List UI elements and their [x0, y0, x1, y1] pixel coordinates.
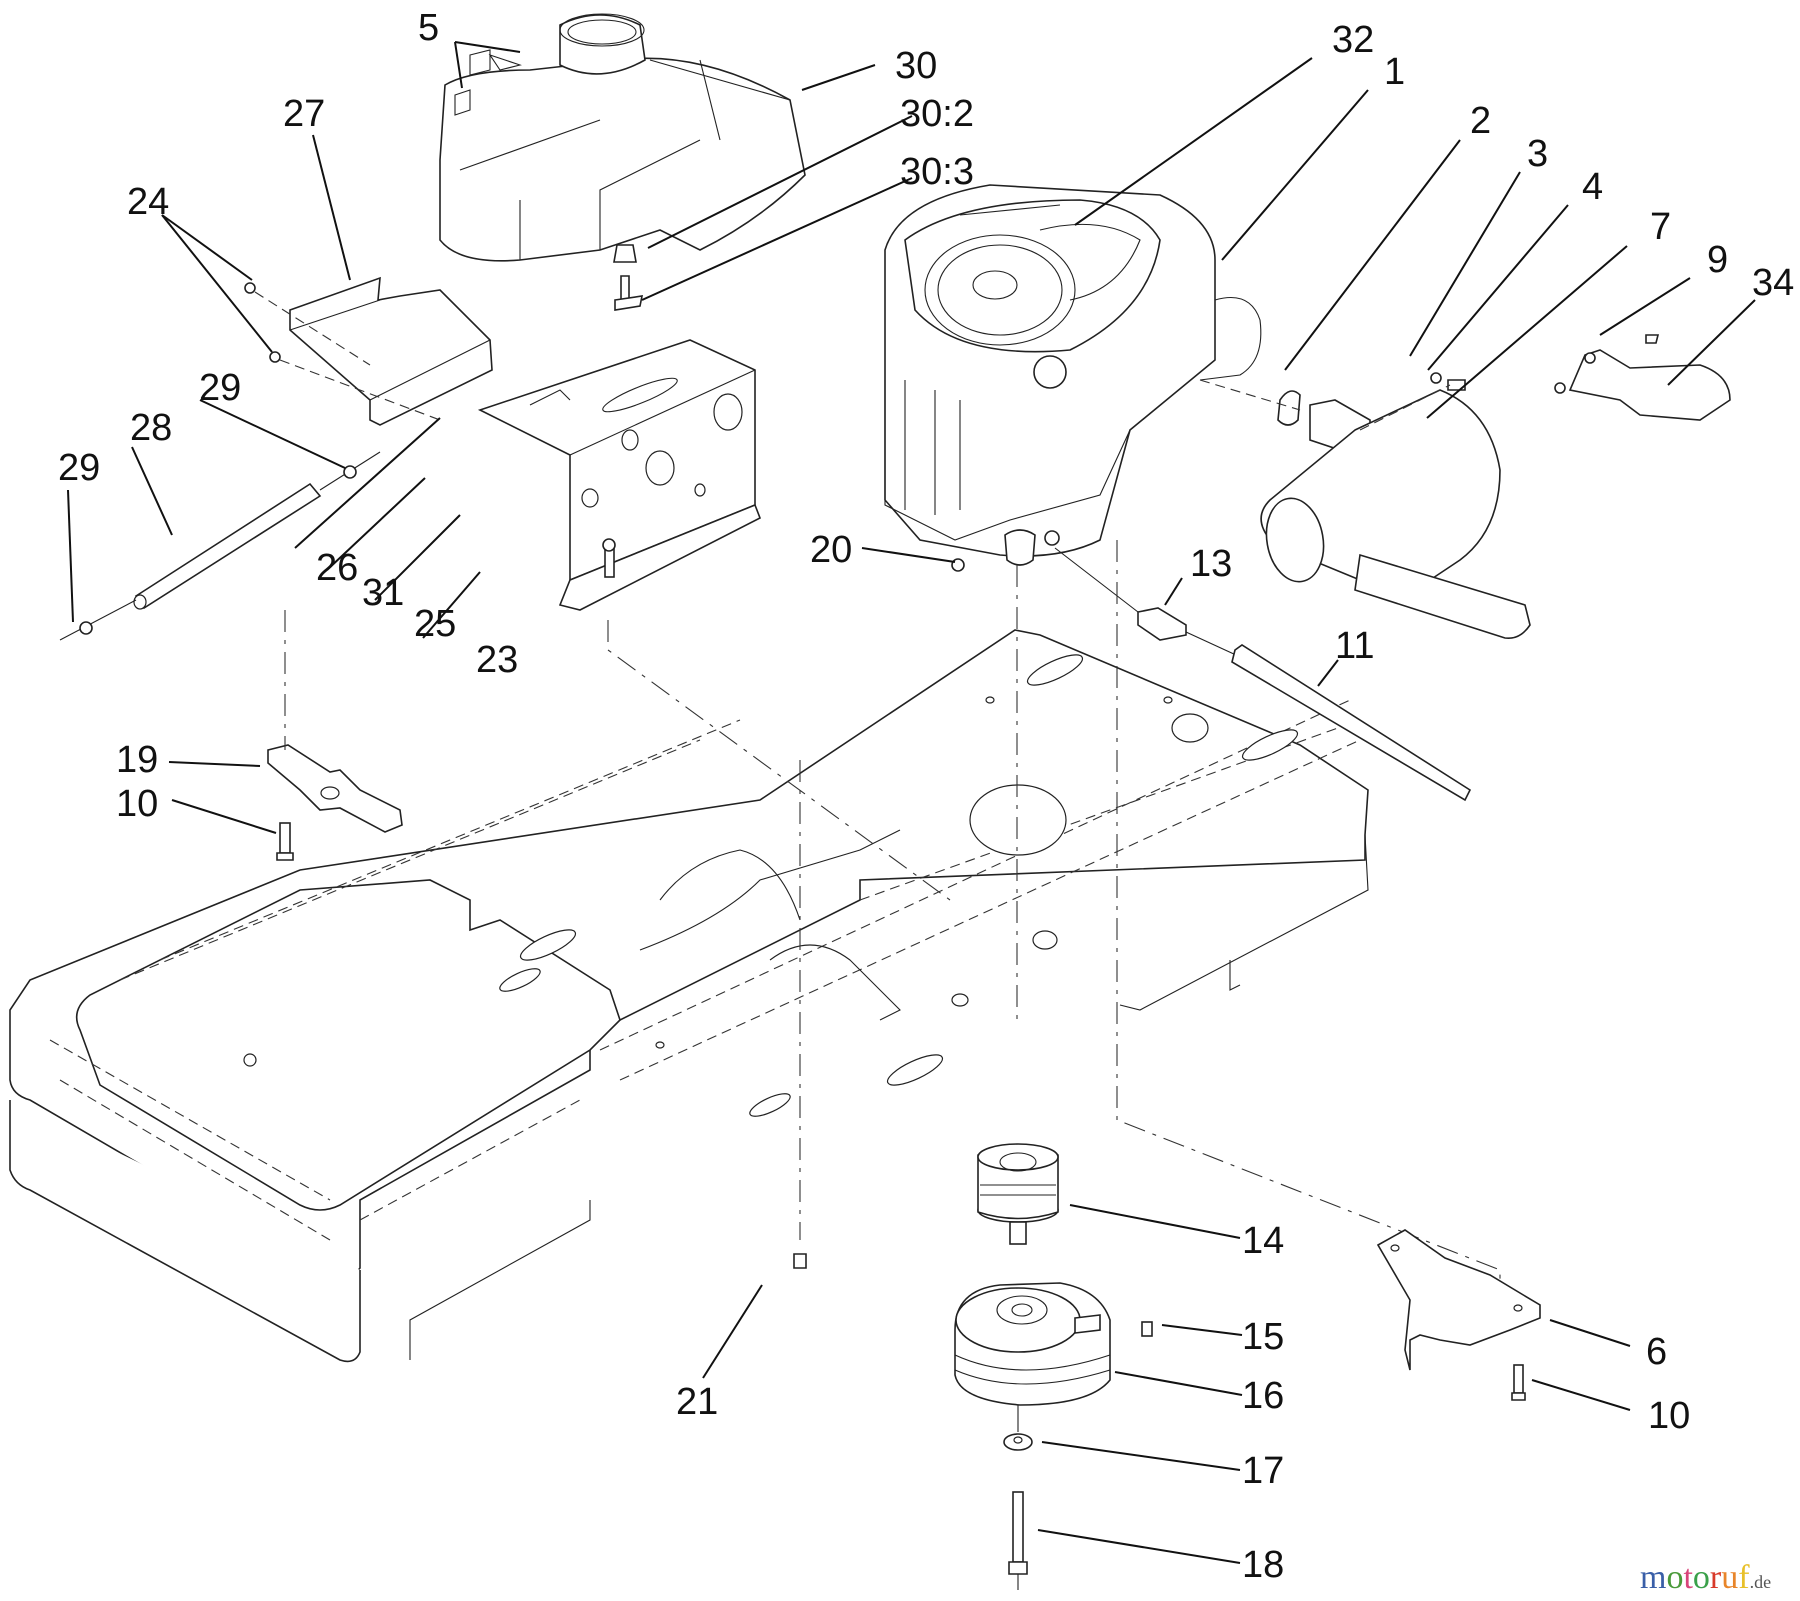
- callout-14: 14: [1242, 1220, 1284, 1262]
- callout-25: 25: [414, 603, 456, 645]
- lock-washer-3: [1430, 372, 1442, 384]
- callout-19: 19: [116, 739, 158, 781]
- callout-27: 27: [283, 93, 325, 135]
- callout-15: 15: [1242, 1316, 1284, 1358]
- callout-1: 1: [1384, 51, 1405, 93]
- nut-29-left: [79, 621, 93, 635]
- wm-letter: f: [1738, 1559, 1750, 1596]
- bracket-19: [267, 610, 403, 861]
- callout-10-left: 10: [116, 783, 158, 825]
- washer-17: [1003, 1433, 1033, 1451]
- callout-4: 4: [1582, 166, 1603, 208]
- callout-30: 30: [895, 45, 937, 87]
- callout-21: 21: [676, 1381, 718, 1423]
- callout-3: 3: [1527, 133, 1548, 175]
- callout-18: 18: [1242, 1544, 1284, 1586]
- callout-31: 31: [362, 572, 404, 614]
- callout-16: 16: [1242, 1375, 1284, 1417]
- callout-9: 9: [1707, 239, 1728, 281]
- fuel-line-11: [1231, 644, 1472, 802]
- watermark-logo: motoruf.de: [1640, 1559, 1771, 1596]
- shaft-28: [59, 451, 381, 641]
- callout-32: 32: [1332, 19, 1374, 61]
- callout-13: 13: [1190, 543, 1232, 585]
- callout-2: 2: [1470, 100, 1491, 142]
- engine-1: [884, 184, 1262, 572]
- handle-34: [1554, 334, 1731, 421]
- fuel-tank-30: [439, 13, 806, 311]
- connector-15: [1141, 1321, 1153, 1337]
- callout-17: 17: [1242, 1450, 1284, 1492]
- wm-letter: o: [1693, 1559, 1710, 1596]
- nut-21: [793, 1253, 807, 1269]
- callout-labels: 5 30 30:2 30:3 27 24 32 1 2 3 4 7 9 34 2…: [58, 7, 1794, 1586]
- callout-30-2: 30:2: [900, 93, 974, 135]
- callout-28: 28: [130, 407, 172, 449]
- pulley-14: [977, 1143, 1059, 1245]
- bolt-9: [1645, 334, 1660, 344]
- callout-29-upper: 29: [199, 367, 241, 409]
- callout-26: 26: [316, 547, 358, 589]
- wm-suffix: .de: [1750, 1572, 1772, 1592]
- wm-letter: t: [1683, 1559, 1693, 1596]
- wm-letter: m: [1640, 1559, 1666, 1596]
- nut-29-right: [343, 465, 357, 479]
- wm-letter: r: [1710, 1559, 1722, 1596]
- engine-mount-plate-25: [477, 339, 951, 901]
- callout-29-lower: 29: [58, 447, 100, 489]
- callout-30-3: 30:3: [900, 151, 974, 193]
- callout-20: 20: [810, 529, 852, 571]
- fuel-filter-13: [1054, 547, 1472, 802]
- bolt-18: [1008, 1405, 1028, 1590]
- chassis-frame: [9, 629, 1369, 1363]
- bolt-4: [1447, 379, 1466, 391]
- callout-24: 24: [127, 181, 169, 223]
- callout-10-right: 10: [1648, 1395, 1690, 1437]
- axis-right: [1116, 540, 1501, 1320]
- bracket-6: [1376, 1229, 1541, 1401]
- wm-letter: u: [1721, 1559, 1738, 1596]
- wm-letter: o: [1666, 1559, 1683, 1596]
- callout-34: 34: [1752, 262, 1794, 304]
- callout-11: 11: [1335, 625, 1374, 667]
- leader-lines: [67, 41, 1756, 1564]
- gasket-2: [1277, 390, 1301, 426]
- heat-shield-27: [244, 276, 493, 426]
- electric-clutch-16: [954, 1282, 1153, 1406]
- callout-5: 5: [418, 7, 439, 49]
- watermark-text: motoruf.de: [1640, 1559, 1771, 1596]
- callout-23: 23: [476, 639, 518, 681]
- callout-7: 7: [1650, 206, 1671, 248]
- callout-6: 6: [1646, 1331, 1667, 1373]
- muffler-7: [1199, 372, 1531, 640]
